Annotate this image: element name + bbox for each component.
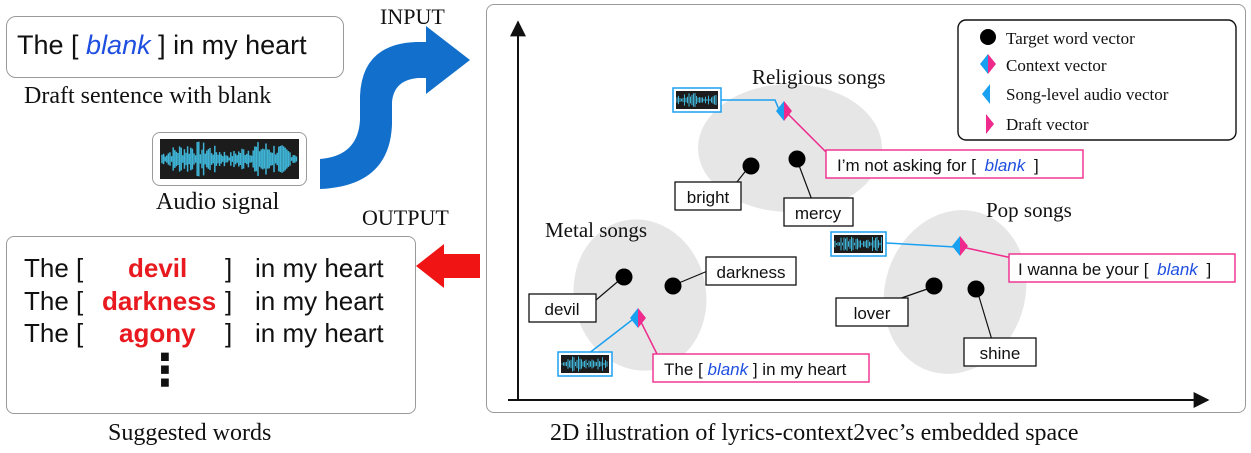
- legend-target-marker: [980, 29, 996, 45]
- target-vector-shine: [967, 280, 985, 298]
- context-prefix: I’m not asking for [: [837, 156, 976, 175]
- embedding-caption: 2D illustration of lyrics-context2vec’s …: [550, 420, 1079, 446]
- suggestion-suffix: ]: [225, 253, 233, 283]
- word-devil-text: devil: [545, 300, 580, 319]
- pop-title: Pop songs: [986, 198, 1072, 222]
- waveform-icon: [160, 139, 299, 179]
- religious-cluster: [698, 84, 882, 212]
- draft-suffix: ] in my heart: [158, 30, 307, 60]
- target-vector-mercy: [788, 150, 806, 168]
- svg-text:The [ blank ] in: The [ blank ] in my heart: [664, 360, 847, 379]
- legend-context-marker: [980, 54, 996, 74]
- context-vector-metal: [630, 308, 646, 328]
- word-darkness-text: darkness: [717, 263, 786, 282]
- legend-draft-label: Draft vector: [1006, 115, 1089, 134]
- word-label-devil: devil: [528, 293, 597, 323]
- legend: Target word vector Context vector Song-l…: [957, 19, 1237, 141]
- target-vector-darkness: [664, 277, 682, 295]
- output-arrow: [416, 244, 480, 288]
- audio-caption: Audio signal: [156, 189, 280, 215]
- metal-cluster: [573, 219, 707, 371]
- religious-title: Religious songs: [752, 65, 886, 89]
- svg-text:I’m not asking for [ bla: I’m not asking for [ blank ]: [837, 156, 1039, 175]
- target-vector-lover: [925, 277, 943, 295]
- suggestion-tail: in my heart: [255, 286, 384, 316]
- suggestions-box: The [ devil ] in my heart The [ darkness…: [6, 236, 416, 414]
- legend-audio-label: Song-level audio vector: [1006, 85, 1169, 104]
- context-blank: blank: [707, 360, 749, 379]
- metal-title: Metal songs: [545, 218, 647, 242]
- word-label-shine: shine: [963, 337, 1037, 367]
- word-label-lover: lover: [835, 297, 909, 327]
- pop-audio-thumbnail: [830, 231, 887, 257]
- context-sentence-metal: The [ blank ] in my heart: [652, 353, 870, 383]
- suggestion-word: darkness: [102, 286, 217, 316]
- suggestion-tail: in my heart: [255, 253, 384, 283]
- input-arrow-shape: [320, 26, 470, 189]
- metal-audio-thumbnail: [557, 351, 613, 377]
- svg-text:I wanna be your [ blank: I wanna be your [ blank ]: [1018, 260, 1211, 279]
- context-suffix: ] in my heart: [753, 360, 847, 379]
- context-vector-pop: [952, 236, 968, 256]
- word-label-bright: bright: [674, 181, 742, 211]
- pop-cluster: [883, 210, 1027, 374]
- context-sentence-religious: I’m not asking for [ blank ]: [825, 149, 1084, 179]
- draft-caption: Draft sentence with blank: [24, 83, 272, 109]
- word-lover-text: lover: [854, 304, 891, 323]
- context-prefix: The [: [664, 360, 703, 379]
- suggestion-prefix: The [: [24, 286, 84, 316]
- draft-prefix: The [: [17, 30, 79, 60]
- output-label: OUTPUT: [362, 205, 449, 230]
- legend-context-label: Context vector: [1006, 56, 1107, 75]
- suggestion-prefix: The [: [24, 253, 84, 283]
- suggestion-tail: in my heart: [255, 318, 384, 348]
- context-suffix: ]: [1034, 156, 1039, 175]
- word-mercy-text: mercy: [795, 204, 842, 223]
- draft-sentence-box: The [ blank ] in my heart: [6, 16, 344, 78]
- draft-sentence: The [ blank ] in my heart: [17, 30, 307, 61]
- word-label-darkness: darkness: [705, 256, 797, 286]
- context-blank: blank: [1157, 260, 1199, 279]
- context-vector-religious: [776, 101, 792, 121]
- suggestion-suffix: ]: [225, 318, 233, 348]
- context-suffix: ]: [1207, 260, 1212, 279]
- legend-audio-marker: [982, 84, 990, 104]
- legend-target-label: Target word vector: [1006, 29, 1135, 48]
- context-sentence-pop: I wanna be your [ blank ]: [1008, 253, 1236, 283]
- word-shine-text: shine: [980, 344, 1021, 363]
- target-vector-bright: [742, 157, 760, 175]
- suggestion-suffix: ]: [225, 286, 233, 316]
- input-arrow: [320, 26, 470, 189]
- suggestion-word: devil: [128, 253, 188, 283]
- word-bright-text: bright: [687, 188, 730, 207]
- legend-draft-marker: [986, 114, 994, 134]
- output-arrow-shape: [416, 244, 480, 288]
- audio-signal-box: [152, 132, 307, 186]
- context-blank: blank: [985, 156, 1027, 175]
- suggestion-ellipsis: ⋮: [143, 345, 187, 396]
- suggestions-caption: Suggested words: [108, 420, 272, 446]
- suggestion-prefix: The [: [24, 318, 84, 348]
- word-label-mercy: mercy: [783, 197, 854, 227]
- target-vector-devil: [615, 268, 633, 286]
- context-prefix: I wanna be your [: [1018, 260, 1149, 279]
- suggestion-word: agony: [119, 318, 196, 348]
- religious-audio-thumbnail: [672, 87, 722, 113]
- input-label: INPUT: [380, 4, 445, 29]
- draft-blank: blank: [86, 30, 151, 60]
